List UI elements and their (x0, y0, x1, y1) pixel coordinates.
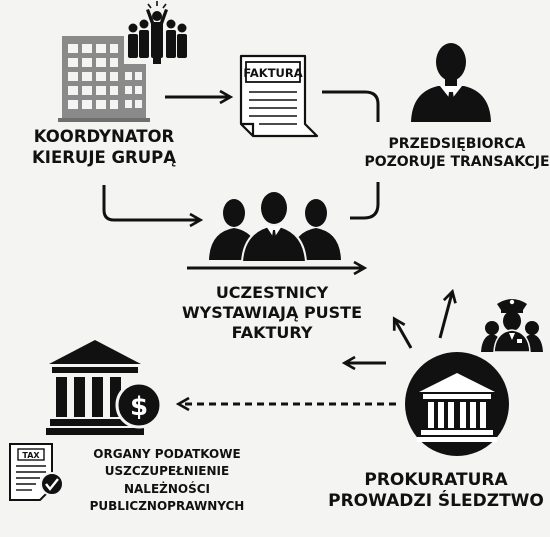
group-of-people-icon (209, 192, 341, 263)
uczestnicy-line-1: UCZESTNICY (215, 283, 329, 302)
connector-lines (102, 89, 457, 412)
koordynator-line-2: KIERUJE GRUPĄ (32, 147, 176, 167)
tax-form-title: TAX (22, 451, 40, 460)
court-building-icon (405, 352, 509, 456)
organy-line-1: ORGANY PODATKOWE (93, 447, 241, 461)
uczestnicy-line-3: FAKTURY (231, 323, 313, 342)
przedsiebiorca-label: PRZEDSIĘBIORCA POZORUJE TRANSAKCJE (362, 136, 550, 171)
organy-line-3: NALEŻNOŚCI (123, 481, 211, 496)
arrow-prokuratura-up (438, 288, 457, 339)
koordynator-label: KOORDYNATOR KIERUJE GRUPĄ (4, 127, 204, 168)
svg-text:$: $ (130, 392, 148, 422)
uczestnicy-line-2: WYSTAWIAJĄ PUSTE (181, 303, 363, 322)
office-building-icon (58, 36, 150, 122)
invoice-title: FAKTURA (243, 66, 302, 80)
przedsiebiorca-line-1: PRZEDSIĘBIORCA (388, 136, 526, 152)
przedsiebiorca-line-2: POZORUJE TRANSAKCJE (364, 153, 550, 170)
organy-line-2: USZCZUPEŁNIENIE (104, 464, 230, 479)
line-faktura-to-przedsiebiorca (322, 90, 380, 122)
arrow-prokuratura-up-left (392, 316, 413, 349)
bank-with-dollar-icon: $ (46, 340, 163, 435)
arrow-koordynator-to-uczestnicy (102, 185, 204, 228)
koordynator-line-1: KOORDYNATOR (33, 127, 175, 146)
tax-form-check-icon: TAX (9, 443, 64, 501)
uczestnicy-label: UCZESTNICY WYSTAWIAJĄ PUSTE FAKTURY (164, 283, 380, 343)
line-przedsiebiorca-to-uczestnicy (350, 182, 380, 220)
prokuratura-label: PROKURATURA PROWADZI ŚLEDZTWO (322, 470, 550, 513)
invoice-document-icon: FAKTURA (239, 54, 319, 138)
crowd-with-leader-icon (128, 1, 187, 64)
businessman-icon (411, 43, 491, 122)
organy-line-4: PUBLICZNOPRAWNYCH (89, 499, 245, 514)
police-officers-icon (481, 299, 543, 353)
prokuratura-line-1: PROKURATURA (364, 470, 508, 490)
organy-label: ORGANY PODATKOWE USZCZUPEŁNIENIE NALEŻNO… (52, 446, 282, 516)
prokuratura-line-2: PROWADZI ŚLEDZTWO (328, 491, 544, 512)
